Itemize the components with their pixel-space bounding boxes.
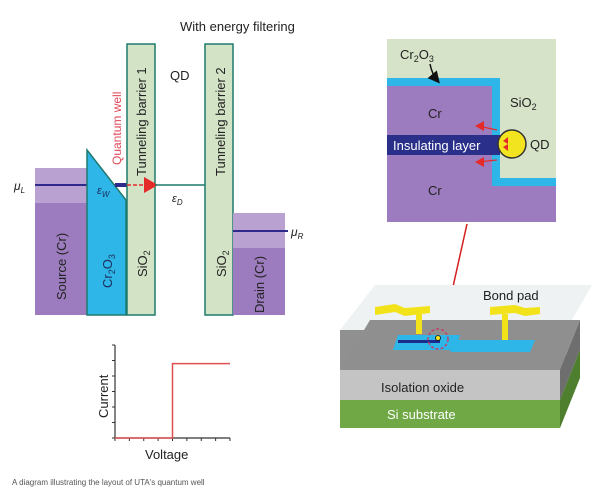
- barrier-2-label: Tunneling barrier 2: [213, 67, 228, 176]
- iv-ylabel: Current: [96, 374, 111, 418]
- source-label: Source (Cr): [54, 233, 69, 300]
- isolation-oxide-label: Isolation oxide: [381, 380, 464, 395]
- qd-label-cross: QD: [530, 137, 550, 152]
- source-electrode: [35, 203, 87, 315]
- insulating-layer-label: Insulating layer: [393, 138, 481, 153]
- iv-ticks: [112, 344, 231, 441]
- figure-caption: A diagram illustrating the layout of UTA…: [12, 478, 205, 487]
- drain-pad-electrode: [450, 340, 535, 352]
- cr2o3-barrier: [86, 147, 127, 316]
- sio2-2-label: SiO2: [214, 250, 231, 277]
- eps-d-label: εD: [172, 193, 183, 207]
- qd-label: QD: [170, 68, 190, 83]
- iv-plot: Current Voltage: [96, 344, 231, 462]
- sio2-label: SiO2: [510, 95, 537, 112]
- insulating-layer: [387, 135, 500, 155]
- isolation-oxide-layer: [340, 370, 560, 400]
- barrier-1-label: Tunneling barrier 1: [134, 67, 149, 176]
- cr2o3-label: Cr2O3: [100, 254, 117, 288]
- device-top-back: [340, 285, 592, 330]
- bond-pad-right: [490, 305, 540, 316]
- bond-pad-left: [375, 304, 430, 316]
- bond-pad-right-post: [502, 314, 508, 340]
- bond-pad-label: Bond pad: [483, 288, 539, 303]
- sio2-1-label: SiO2: [135, 250, 152, 277]
- cross-section: Insulating layer Cr2O3 SiO2 Cr Cr QD: [387, 39, 556, 222]
- cr-top-label: Cr: [428, 106, 442, 121]
- energy-diagram: With energy filtering μL Source (Cr) Cr2…: [13, 19, 304, 316]
- bond-pad-left-post: [416, 314, 422, 334]
- mu-l-label: μL: [13, 179, 25, 195]
- insulating-strip: [398, 340, 440, 343]
- tunneling-arrow-icon: [144, 177, 158, 193]
- isolation-oxide-side: [560, 320, 580, 400]
- quantum-well-label: Quantum well: [110, 92, 124, 165]
- drain-label: Drain (Cr): [252, 256, 267, 313]
- cr-bottom-label: Cr: [428, 183, 442, 198]
- cr2o3-label-top: Cr2O3: [400, 47, 434, 64]
- si-substrate-side: [560, 350, 580, 428]
- quantum-dot-icon: [497, 129, 527, 159]
- iv-xlabel: Voltage: [145, 447, 188, 462]
- tunneling-barrier-2: [204, 43, 234, 316]
- drain-electrode: [233, 248, 285, 315]
- mu-r-label: μR: [290, 225, 304, 241]
- qd-highlight-circle: [427, 328, 449, 350]
- qd-dot-icon: [435, 335, 441, 341]
- si-substrate-label: Si substrate: [387, 407, 456, 422]
- si-substrate-layer: [340, 400, 560, 428]
- cr2o3-pointer-arrow-icon: [427, 63, 440, 84]
- qd-tunnel-arrows-icon: [503, 137, 508, 151]
- tunneling-barrier-1: [126, 43, 156, 316]
- eps-w-label: εW: [97, 185, 111, 199]
- energy-diagram-title: With energy filtering: [180, 19, 295, 34]
- device-3d: Bond pad Isolation oxide Si substrate: [340, 285, 592, 428]
- electron-arrow-icons: [475, 121, 484, 167]
- iv-curve: [115, 362, 230, 439]
